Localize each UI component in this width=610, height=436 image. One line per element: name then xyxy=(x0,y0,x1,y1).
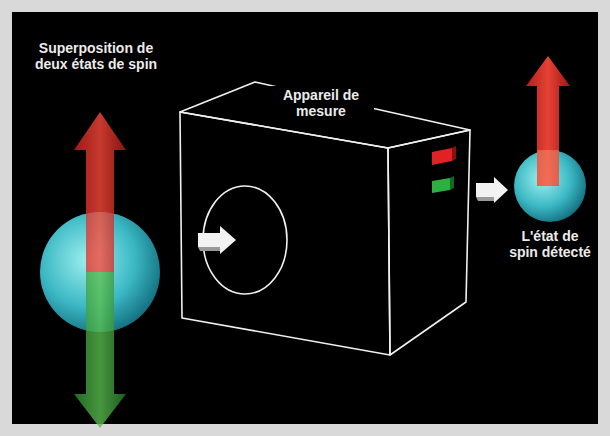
caption-label: L'état de spin détecté xyxy=(506,228,594,260)
device-label: Appareil de mesure xyxy=(268,86,374,120)
red-indicator xyxy=(432,148,452,165)
output-arrow xyxy=(476,177,508,203)
superposed-spin-arrow xyxy=(74,112,126,428)
caption-label: Superposition de deux états de spin xyxy=(28,40,164,72)
detected-spin-arrow xyxy=(526,56,570,186)
measuring-device-box: Appareil de mesure xyxy=(176,78,474,360)
green-indicator xyxy=(432,178,450,193)
detected-sphere xyxy=(514,150,586,222)
input-arrow xyxy=(198,226,236,254)
cube-outline xyxy=(176,78,474,360)
